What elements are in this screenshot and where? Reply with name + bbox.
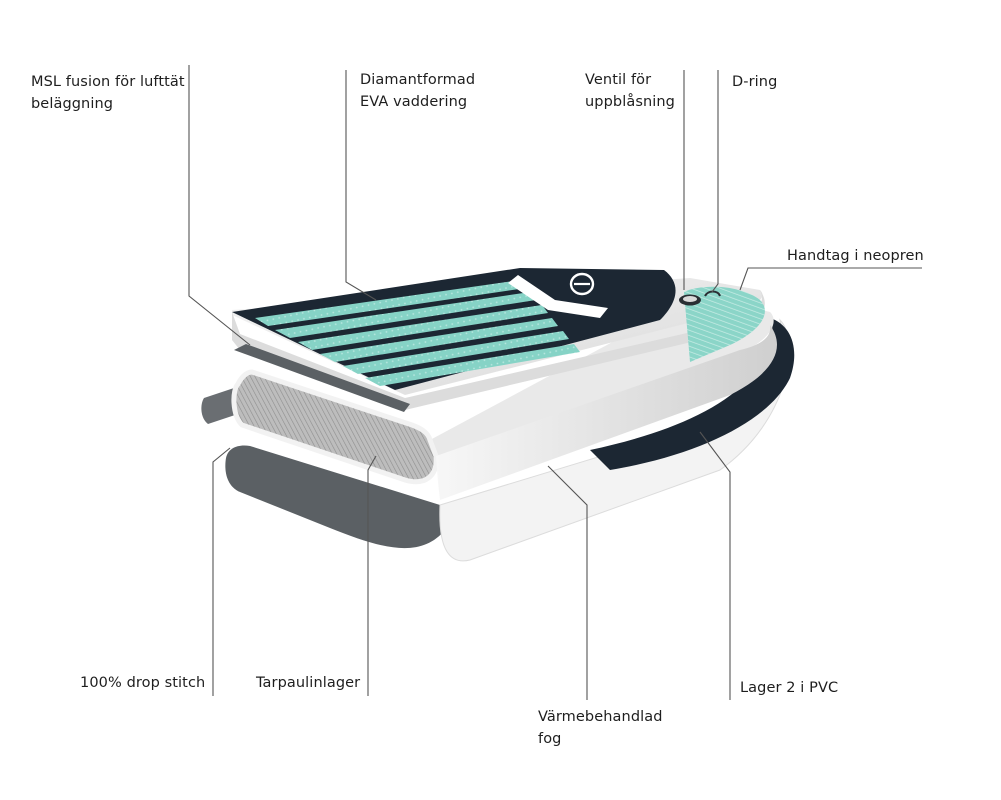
e-logo-icon (569, 272, 595, 296)
label-eva-padding: Diamantformad EVA vaddering (360, 69, 475, 113)
label-line: 100% drop stitch (80, 675, 206, 691)
leader-lines (188, 65, 922, 700)
valve-icon (679, 294, 701, 306)
bottom-pvc-layer (225, 445, 445, 549)
label-heat-seam: Värmebehandlad fog (538, 706, 663, 750)
drop-stitch-face (231, 369, 439, 485)
label-line: Lager 2 i PVC (740, 680, 839, 696)
deck-chevron (508, 275, 608, 318)
label-msl-fusion: MSL fusion för lufttät beläggning (31, 71, 185, 115)
label-line: Handtag i neopren (787, 248, 924, 264)
top-deck-edge (232, 290, 765, 410)
label-line: D-ring (732, 74, 778, 90)
label-line: uppblåsning (585, 94, 675, 110)
core-sleeve (436, 325, 777, 500)
label-neoprene-handle: Handtag i neopren (787, 245, 924, 267)
upper-lip (234, 344, 410, 412)
label-line: beläggning (31, 96, 114, 112)
label-tarpaulin: Tarpaulinlager (256, 672, 360, 694)
label-line: EVA vaddering (360, 94, 468, 110)
label-line: fog (538, 731, 562, 747)
label-line: Ventil för (585, 72, 652, 88)
label-line: Tarpaulinlager (256, 675, 361, 691)
label-line: Diamantformad (360, 72, 476, 88)
nose-panel (684, 286, 765, 362)
label-line: MSL fusion för lufttät (31, 74, 185, 90)
label-valve: Ventil för uppblåsning (585, 69, 675, 113)
label-drop-stitch: 100% drop stitch (80, 672, 205, 694)
eva-stripes (255, 280, 580, 386)
label-d-ring: D-ring (732, 71, 777, 93)
label-line: Värmebehandlad (538, 709, 663, 725)
label-pvc-layer: Lager 2 i PVC (740, 677, 838, 699)
